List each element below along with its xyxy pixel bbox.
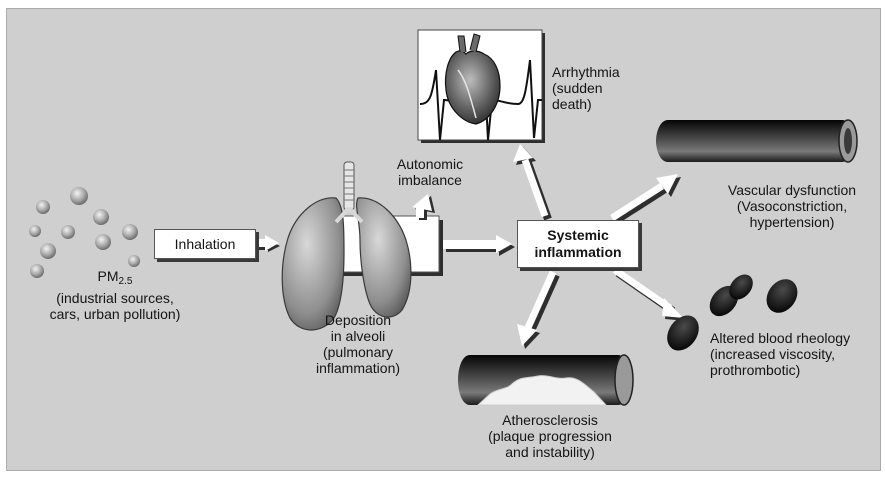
- particle-icon: [128, 255, 140, 267]
- deposition-line2: in alveoli: [298, 328, 418, 344]
- heart-ecg-icon: [418, 30, 545, 143]
- particle-icon: [70, 187, 88, 205]
- particle-icon: [122, 224, 138, 240]
- systemic-line1: Systemic: [547, 227, 608, 244]
- particle-icon: [95, 234, 111, 250]
- inhalation-label: Inhalation: [175, 236, 236, 252]
- particle-icon: [29, 225, 41, 237]
- arrhythmia-line1: Arrhythmia: [552, 64, 620, 80]
- deposition-label: Deposition in alveoli (pulmonary inflamm…: [298, 312, 418, 376]
- vascular-line3: hypertension): [712, 214, 872, 230]
- arrow-to-systemic: [443, 235, 515, 256]
- blood-vessel-icon: [656, 120, 857, 162]
- particle-icon: [36, 200, 50, 214]
- pm25-sources-line2: cars, urban pollution): [20, 306, 210, 322]
- rheology-line2: (increased viscosity,: [710, 346, 850, 362]
- arrow-to-rheology: [615, 270, 687, 321]
- rheology-label: Altered blood rheology (increased viscos…: [710, 330, 850, 378]
- pm25-sources-line1: (industrial sources,: [20, 290, 210, 306]
- arrhythmia-label: Arrhythmia (sudden death): [552, 64, 620, 112]
- pm25-label: PM2.5 (industrial sources, cars, urban p…: [20, 268, 210, 322]
- vascular-line1: Vascular dysfunction: [712, 182, 872, 198]
- rheology-line3: prothrombotic): [710, 362, 850, 378]
- inhalation-box: Inhalation: [154, 229, 256, 259]
- red-blood-cell-icon: [760, 273, 804, 319]
- particle-icon: [61, 225, 75, 239]
- arrhythmia-line2: (sudden: [552, 80, 620, 96]
- vascular-label: Vascular dysfunction (Vasoconstriction, …: [712, 182, 872, 230]
- plaque-vessel-icon: [458, 355, 633, 405]
- deposition-line1: Deposition: [298, 312, 418, 328]
- particle-icon: [40, 243, 56, 259]
- arrow-to-arrhythmia: [513, 144, 548, 219]
- athero-line2: (plaque progression: [470, 428, 630, 444]
- vascular-line2: (Vasoconstriction,: [712, 198, 872, 214]
- systemic-line2: inflammation: [534, 244, 621, 261]
- autonomic-line1: Autonomic: [380, 156, 480, 172]
- autonomic-line2: imbalance: [380, 172, 480, 188]
- autonomic-label: Autonomic imbalance: [380, 156, 480, 188]
- athero-line1: Atherosclerosis: [470, 412, 630, 428]
- deposition-line4: inflammation): [298, 360, 418, 376]
- arrow-to-atherosclerosis: [517, 272, 556, 349]
- arrow-inhalation: [255, 235, 280, 252]
- arrow-to-vascular: [612, 174, 681, 221]
- particle-cluster: [29, 187, 140, 278]
- athero-line3: and instability): [470, 444, 630, 460]
- particle-icon: [93, 209, 109, 225]
- deposition-line3: (pulmonary: [298, 344, 418, 360]
- atherosclerosis-label: Atherosclerosis (plaque progression and …: [470, 412, 630, 460]
- pm25-title: PM2.5: [20, 268, 210, 290]
- arrhythmia-line3: death): [552, 96, 620, 112]
- rheology-line1: Altered blood rheology: [710, 330, 850, 346]
- systemic-inflammation-box: Systemic inflammation: [517, 220, 639, 268]
